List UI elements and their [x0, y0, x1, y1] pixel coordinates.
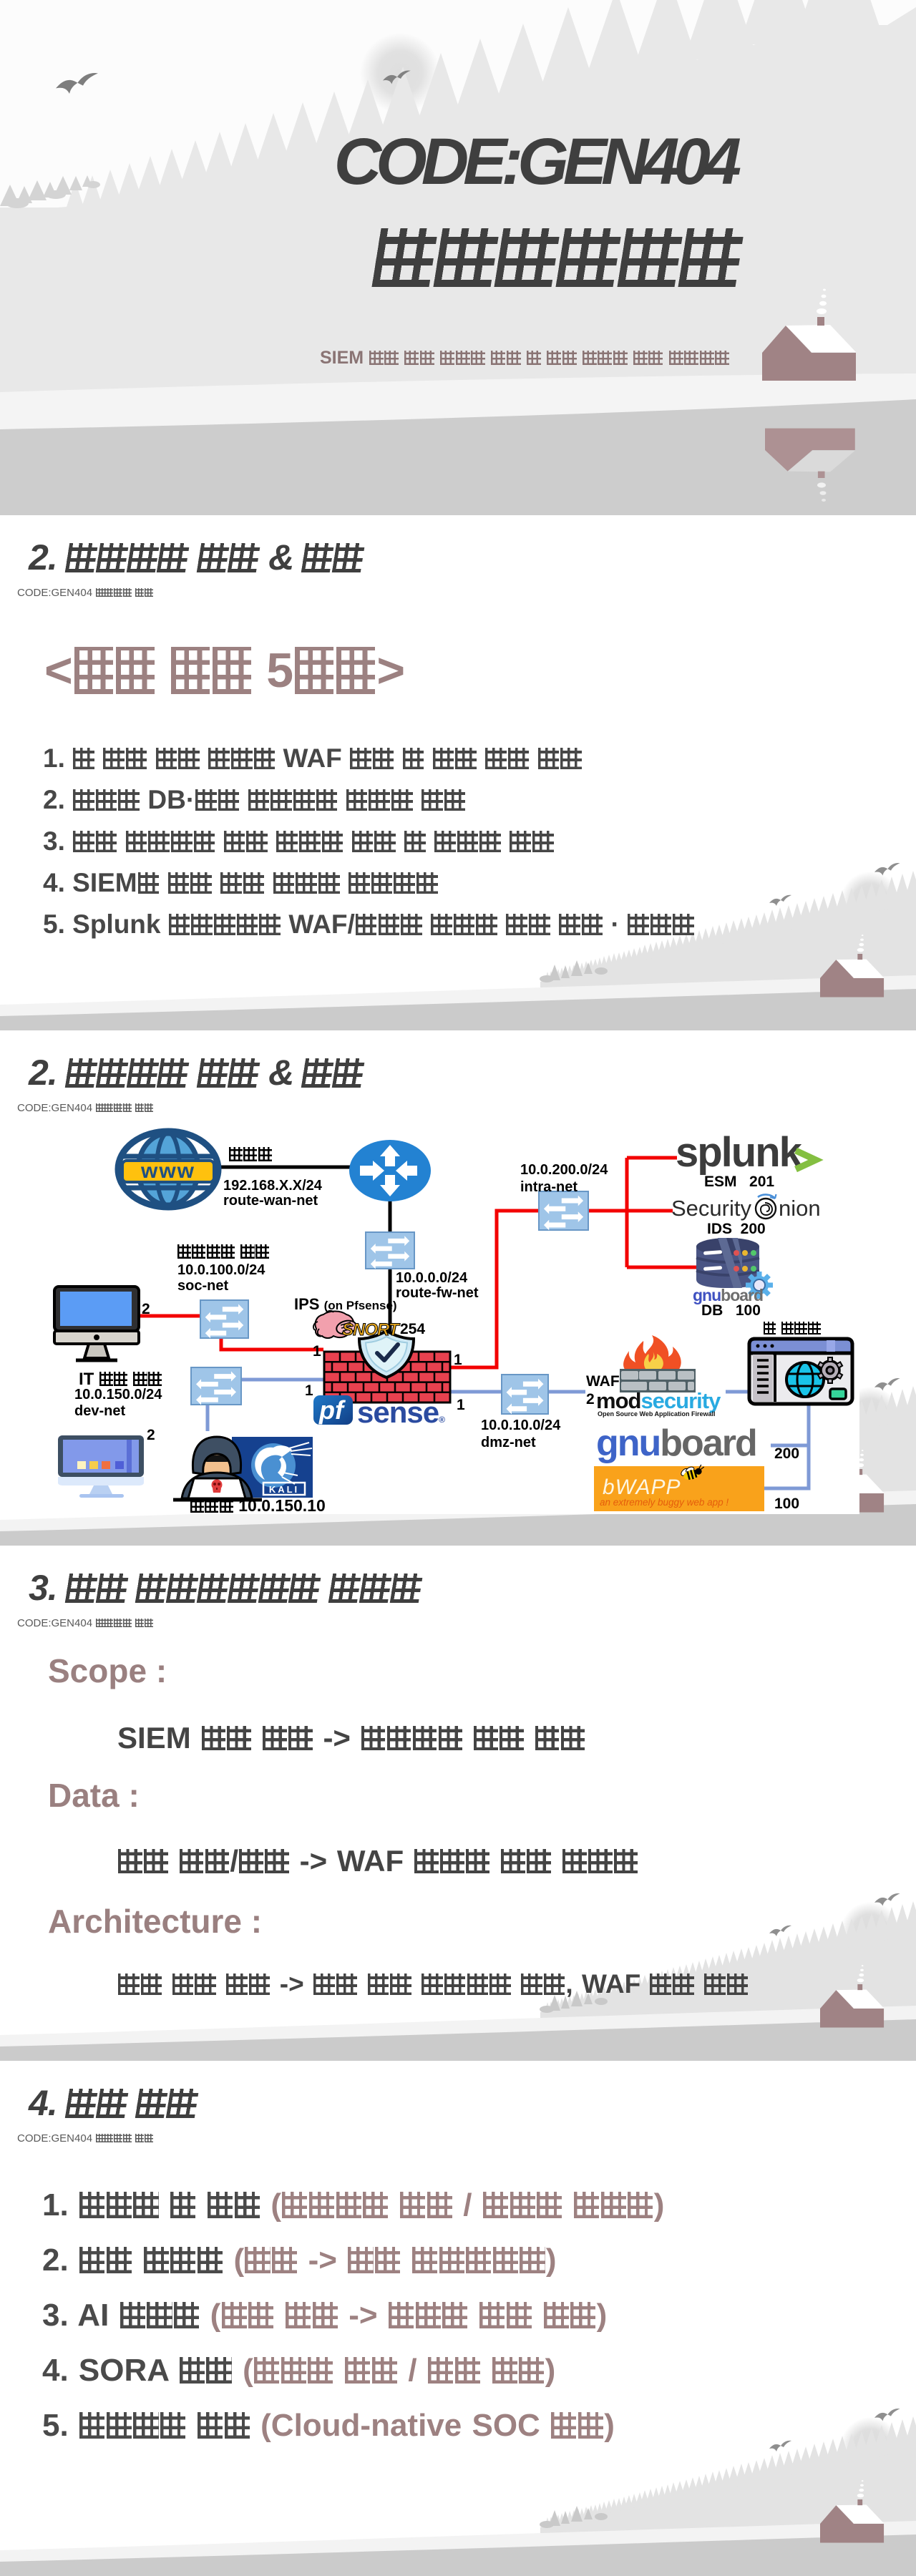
svg-text:gnuboard: gnuboard [596, 1423, 756, 1464]
svg-text:www: www [140, 1159, 195, 1183]
svg-text:Security: Security [671, 1196, 751, 1221]
svg-text:bWAPP: bWAPP [603, 1475, 681, 1499]
svg-text:KALI: KALI [269, 1484, 299, 1495]
svg-text:sense®: sense® [357, 1395, 445, 1429]
svg-text:Open Source Web Application Fi: Open Source Web Application Firewall [598, 1410, 716, 1418]
svg-text:SNORT: SNORT [342, 1320, 401, 1340]
svg-text:an extremely buggy web app !: an extremely buggy web app ! [600, 1497, 729, 1508]
svg-text:pf: pf [318, 1395, 346, 1425]
svg-text:nion: nion [779, 1196, 821, 1221]
svg-text:splunk: splunk [676, 1129, 803, 1176]
svg-text:modsecurity: modsecurity [596, 1388, 721, 1413]
svg-text:gnuboard: gnuboard [693, 1286, 763, 1304]
